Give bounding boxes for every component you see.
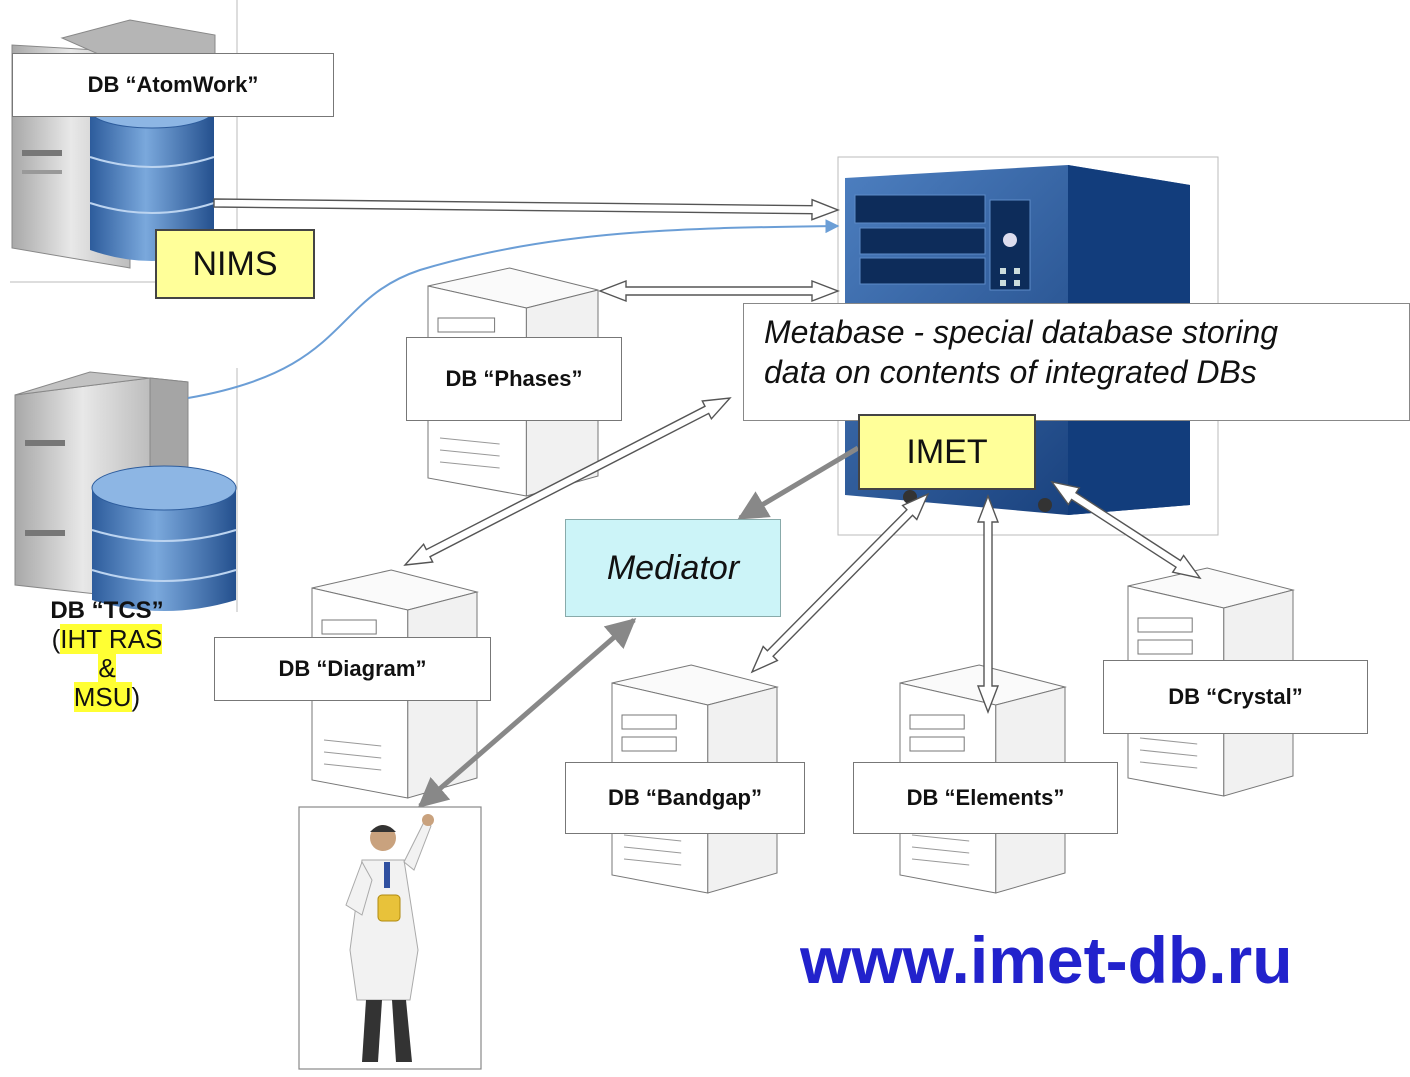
tcs-to-metabase-curve	[187, 219, 840, 399]
website-url[interactable]: www.imet-db.ru	[800, 923, 1293, 997]
tcs-label: DB “TCS” (IHT RAS & MSU)	[18, 596, 196, 712]
tcs-org-line1: (IHT RAS	[18, 624, 196, 654]
crystal-imet-arrow	[1050, 480, 1202, 580]
tcs-org-line3: MSU)	[18, 682, 196, 712]
phases-metabase-arrow	[598, 279, 840, 303]
elements-imet-arrow	[976, 494, 1000, 714]
imet-mediator-arrow	[737, 445, 860, 521]
tcs-db-name: DB “TCS”	[50, 597, 164, 624]
tcs-org-iht-ras: IHT RAS	[60, 624, 163, 654]
elements-label: DB “Elements”	[853, 762, 1118, 834]
metabase-line-1: Metabase - special database storing	[764, 314, 1279, 350]
mediator-box: Mediator	[565, 519, 781, 617]
atomwork-label: DB “AtomWork”	[12, 53, 334, 117]
nims-label: NIMS	[155, 229, 315, 299]
crystal-label: DB “Crystal”	[1103, 660, 1368, 734]
diagram-metabase-arrow	[403, 397, 732, 566]
phases-label: DB “Phases”	[406, 337, 622, 421]
tcs-org-msu: MSU	[73, 682, 132, 712]
bandgap-imet-arrow	[750, 492, 930, 674]
metabase-description: Metabase - special database storing data…	[743, 303, 1410, 421]
connection-arrows	[187, 198, 1202, 808]
bandgap-label: DB “Bandgap”	[565, 762, 805, 834]
metabase-line-2: data on contents of integrated DBs	[764, 354, 1257, 390]
tcs-open-paren: (	[51, 624, 61, 654]
atomwork-to-metabase-arrow	[213, 198, 840, 221]
tcs-org-line2: &	[18, 653, 196, 683]
scientist-figure	[298, 806, 482, 1070]
mediator-scientist-arrow	[417, 618, 637, 808]
tcs-close-paren: )	[131, 682, 141, 712]
tcs-server-icon	[14, 371, 237, 611]
tcs-ampersand: &	[98, 653, 116, 683]
imet-label: IMET	[858, 414, 1036, 490]
diagram-label: DB “Diagram”	[214, 637, 491, 701]
